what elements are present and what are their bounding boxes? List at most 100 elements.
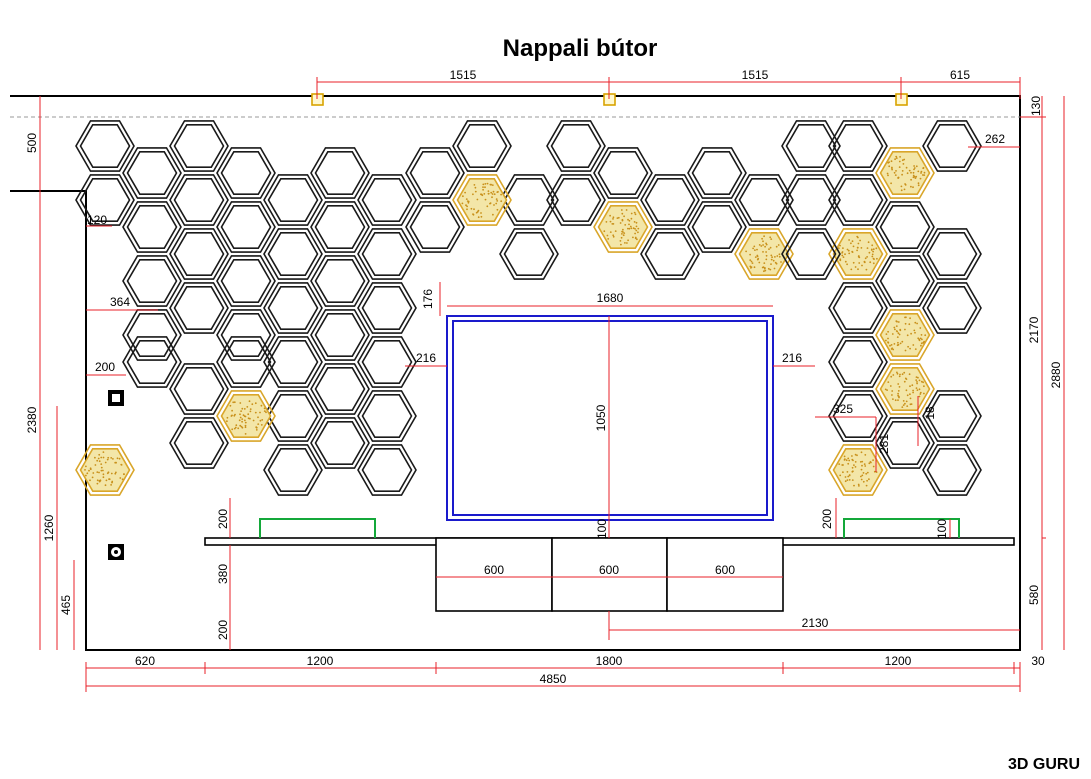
- hex-panel: [170, 364, 228, 414]
- hex-panel: [217, 148, 275, 198]
- hex-panel: [264, 445, 322, 495]
- hex-panel: [688, 202, 746, 252]
- dim-cabinet-600-b: 600: [599, 563, 619, 577]
- dim-left-2380: 2380: [25, 406, 39, 433]
- hex-panel: [264, 175, 322, 225]
- hex-panel: [782, 121, 840, 171]
- hex-panel-gold: [876, 310, 934, 360]
- hex-panel: [547, 175, 605, 225]
- page-title: Nappali bútor: [503, 35, 658, 62]
- hex-panel: [500, 229, 558, 279]
- dim-left-120: 120: [87, 213, 107, 227]
- hex-panel: [76, 121, 134, 171]
- hexagon-panels: [76, 121, 981, 495]
- dim-top-615: 615: [950, 68, 970, 82]
- hex-panel: [547, 121, 605, 171]
- hex-panel: [876, 256, 934, 306]
- dim-bottom-1200-b: 1200: [885, 654, 912, 668]
- hex-panel: [264, 229, 322, 279]
- hex-panel: [311, 364, 369, 414]
- dim-bottom-620: 620: [135, 654, 155, 668]
- hex-panel: [453, 121, 511, 171]
- hex-panel: [358, 229, 416, 279]
- hex-panel: [829, 391, 887, 441]
- hex-panel: [311, 148, 369, 198]
- dim-floor-200: 200: [216, 620, 230, 640]
- hex-panel: [829, 121, 887, 171]
- hex-panel: [641, 175, 699, 225]
- hex-panel: [264, 391, 322, 441]
- hex-panel: [358, 391, 416, 441]
- hex-panel: [311, 418, 369, 468]
- hex-panel: [123, 202, 181, 252]
- hex-panel: [782, 175, 840, 225]
- dim-tv-bottom-100: 100: [595, 519, 609, 539]
- led-strip-left: [260, 519, 375, 538]
- dim-tv-left-216: 216: [416, 351, 436, 365]
- dim-cabinet-380: 380: [216, 564, 230, 584]
- brand-logo-text: 3D GURU: [1008, 756, 1080, 773]
- tv-frame-inner: [453, 321, 767, 515]
- square-switch-icon: [108, 390, 124, 406]
- hex-panel: [264, 283, 322, 333]
- hex-panel: [311, 256, 369, 306]
- dim-shelf-right-200: 200: [820, 509, 834, 529]
- hex-panel: [406, 148, 464, 198]
- dim-bottom-1800: 1800: [596, 654, 623, 668]
- hex-panel: [876, 202, 934, 252]
- dim-right-2880: 2880: [1049, 361, 1063, 388]
- dim-top-1515-a: 1515: [450, 68, 477, 82]
- dim-left-200: 200: [95, 360, 115, 374]
- hex-panel: [123, 310, 181, 360]
- dim-left-364: 364: [110, 295, 130, 309]
- hex-panel: [829, 175, 887, 225]
- hex-panel-gold: [217, 391, 275, 441]
- hex-panel: [217, 310, 275, 360]
- hex-panel-gold: [829, 229, 887, 279]
- hex-panel: [358, 337, 416, 387]
- dim-cabinet-600-a: 600: [484, 563, 504, 577]
- hex-panel: [406, 202, 464, 252]
- dim-hex-325: 325: [833, 402, 853, 416]
- hex-panel: [829, 337, 887, 387]
- hex-panel: [688, 148, 746, 198]
- hex-panel: [170, 229, 228, 279]
- hex-panel: [641, 229, 699, 279]
- dim-shelf-left-200: 200: [216, 509, 230, 529]
- hex-panel: [829, 283, 887, 333]
- hex-panel: [923, 121, 981, 171]
- hex-panel: [170, 175, 228, 225]
- dim-left-465: 465: [59, 595, 73, 615]
- hex-panel: [170, 418, 228, 468]
- dim-right-580: 580: [1027, 585, 1041, 605]
- hex-panel-gold: [76, 445, 134, 495]
- dim-hex-gap-18: 18: [923, 406, 937, 420]
- hex-panel: [123, 337, 181, 387]
- dim-cabinet-600-c: 600: [715, 563, 735, 577]
- hex-panel: [217, 337, 275, 387]
- hex-panel-gold: [594, 202, 652, 252]
- hex-panel: [311, 310, 369, 360]
- hex-panel: [217, 256, 275, 306]
- dim-right-262: 262: [985, 132, 1005, 146]
- hex-panel: [264, 337, 322, 387]
- hex-panel: [735, 175, 793, 225]
- hex-panel: [782, 229, 840, 279]
- dim-left-1260: 1260: [42, 514, 56, 541]
- dim-tv-right-216: 216: [782, 351, 802, 365]
- hex-panel: [923, 283, 981, 333]
- hex-panel: [594, 148, 652, 198]
- hex-panel: [358, 175, 416, 225]
- dim-top-1515-b: 1515: [742, 68, 769, 82]
- hex-panel-gold: [453, 175, 511, 225]
- dim-bottom-1200-a: 1200: [307, 654, 334, 668]
- dim-top-offset-130: 130: [1029, 96, 1043, 116]
- hex-panel: [358, 445, 416, 495]
- dim-tv-height-1050: 1050: [594, 404, 608, 431]
- hex-panel: [170, 283, 228, 333]
- dim-right-2170: 2170: [1027, 316, 1041, 343]
- hex-panel: [358, 283, 416, 333]
- dim-total-4850: 4850: [540, 672, 567, 686]
- dim-left-500: 500: [25, 133, 39, 153]
- dim-tv-width-1680: 1680: [597, 291, 624, 305]
